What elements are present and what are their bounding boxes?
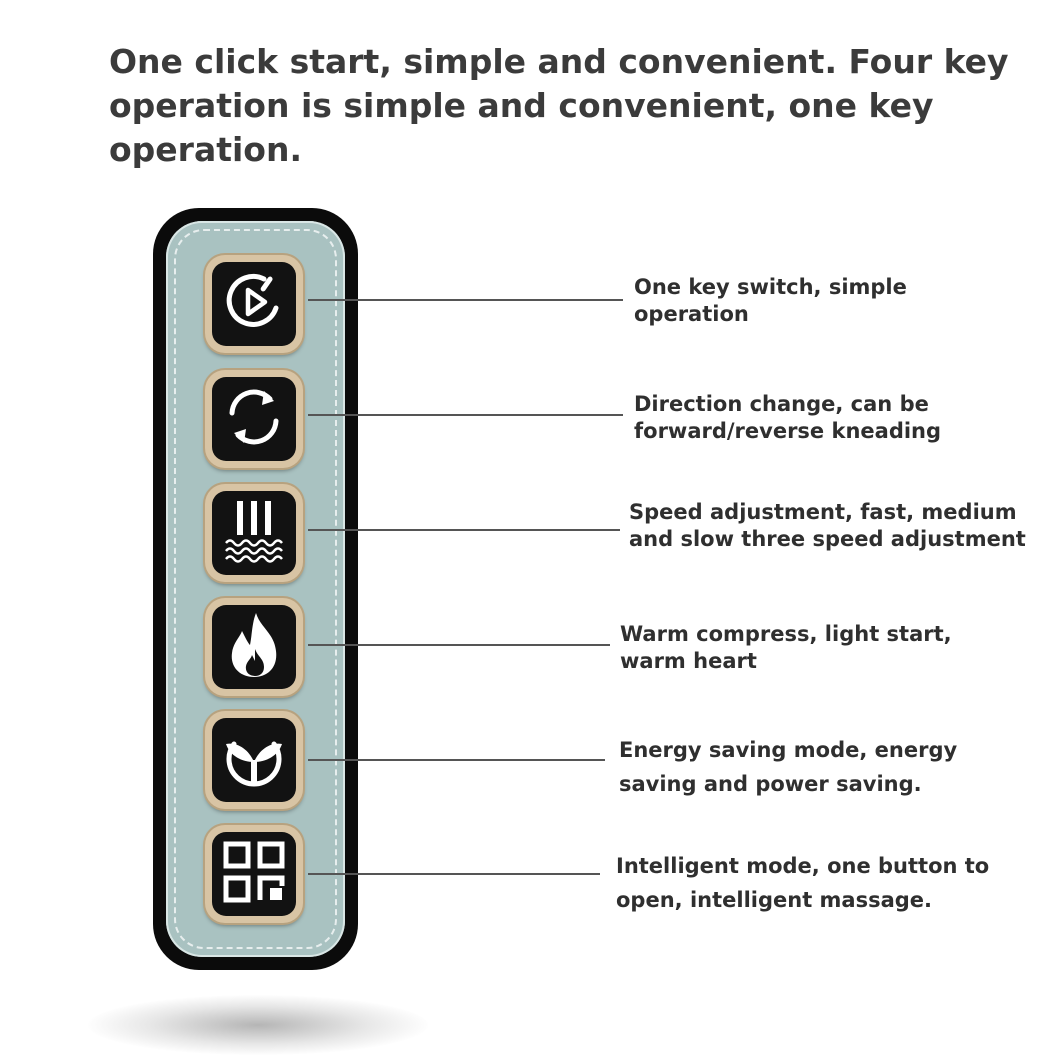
callout-energy: Energy saving mode, energy saving and po… — [619, 738, 958, 796]
flame-icon — [218, 609, 290, 685]
callout-speed: Speed adjustment, fast, medium and slow … — [629, 500, 1026, 551]
callout-direction: Direction change, can be forward/reverse… — [634, 392, 942, 443]
direction-button-face — [212, 377, 296, 461]
speed-button-face — [212, 491, 296, 575]
leader-line — [308, 414, 623, 416]
remote-control — [153, 208, 358, 970]
rotate-arrows-icon — [218, 381, 290, 457]
heat-button[interactable] — [205, 598, 303, 696]
power-button[interactable] — [205, 255, 303, 353]
leader-line — [308, 644, 610, 646]
power-play-icon — [218, 266, 290, 342]
leader-line — [308, 529, 620, 531]
speed-button[interactable] — [205, 484, 303, 582]
panel-stitching — [174, 229, 337, 949]
leader-line — [308, 759, 605, 761]
grid-mode-icon — [218, 836, 290, 912]
intelligent-mode-button[interactable] — [205, 825, 303, 923]
power-button-face — [212, 262, 296, 346]
intelligent-mode-button-face — [212, 832, 296, 916]
speed-waves-icon — [218, 495, 290, 571]
heat-button-face — [212, 605, 296, 689]
energy-saving-button-face — [212, 718, 296, 802]
energy-saving-button[interactable] — [205, 711, 303, 809]
energy-leaf-icon — [218, 722, 290, 798]
callout-power: One key switch, simple operation — [634, 275, 907, 326]
callout-heat: Warm compress, light start, warm heart — [620, 622, 952, 673]
floor-shadow — [88, 995, 428, 1055]
leader-line — [308, 873, 600, 875]
callout-intelligent: Intelligent mode, one button to open, in… — [616, 854, 990, 912]
headline: One click start, simple and convenient. … — [109, 42, 1009, 169]
direction-button[interactable] — [205, 370, 303, 468]
leader-line — [308, 299, 623, 301]
